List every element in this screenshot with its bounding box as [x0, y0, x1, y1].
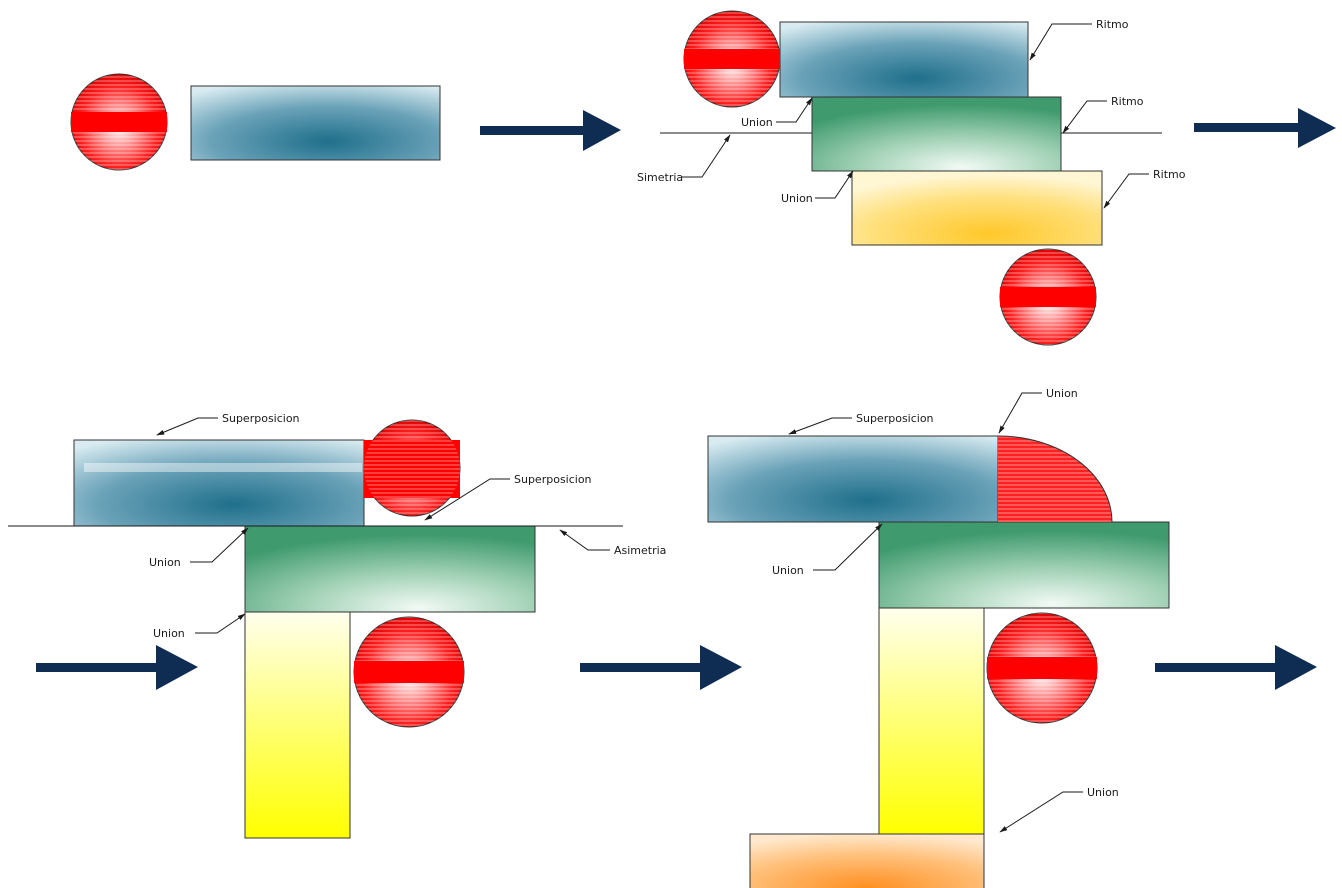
red-sphere [353, 616, 465, 728]
quarter-sphere [997, 435, 1113, 523]
label-union: Union [772, 564, 804, 577]
flow-arrow-3 [36, 645, 198, 690]
label-union: Union [1087, 786, 1119, 799]
blue-block [73, 439, 365, 527]
orange-block [749, 833, 985, 888]
flow-arrow-5 [1155, 645, 1317, 690]
label-asimetria: Asimetria [614, 544, 666, 557]
yellow-block [878, 607, 985, 835]
label-union: Union [781, 192, 813, 205]
blue-block [190, 85, 441, 161]
gold-block [851, 170, 1103, 246]
flow-arrow-4 [580, 645, 742, 690]
label-superposicion: Superposicion [856, 412, 934, 425]
label-union: Union [741, 116, 773, 129]
green-block [811, 96, 1062, 172]
label-ritmo: Ritmo [1153, 168, 1186, 181]
label-union: Union [149, 556, 181, 569]
blue-block [779, 21, 1029, 98]
flow-arrow-2 [1194, 108, 1336, 148]
red-sphere [999, 248, 1097, 346]
label-superposicion: Superposicion [514, 473, 592, 486]
green-block [878, 521, 1170, 609]
yellow-block [244, 611, 351, 839]
label-ritmo: Ritmo [1096, 18, 1129, 31]
label-simetria: Simetria [637, 171, 683, 184]
red-sphere [70, 73, 168, 171]
label-union: Union [153, 627, 185, 640]
panel-1 [70, 73, 441, 171]
label-ritmo: Ritmo [1111, 95, 1144, 108]
panel-3: Superposicion Superposicion Union Union … [8, 412, 666, 839]
blue-block [707, 435, 999, 523]
red-sphere [683, 10, 781, 108]
label-union: Union [1046, 387, 1078, 400]
red-sphere [363, 419, 461, 517]
label-superposicion: Superposicion [222, 412, 300, 425]
green-block [244, 525, 536, 613]
highlight-stripe [84, 463, 362, 472]
panel-4: Superposicion Union Union Union [707, 387, 1170, 888]
panel-2: Ritmo Ritmo Ritmo Union Union Simetria [637, 10, 1186, 346]
red-sphere [986, 612, 1098, 724]
flow-arrow-1 [480, 110, 621, 151]
